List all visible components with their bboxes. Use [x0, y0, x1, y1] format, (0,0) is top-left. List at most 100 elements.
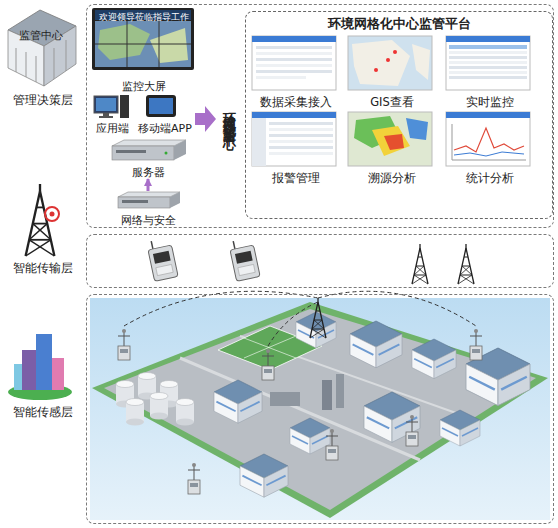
monitor-screen	[95, 21, 191, 67]
server-icon	[112, 140, 186, 146]
factory-illustration	[244, 336, 296, 358]
screenshot-stats	[446, 112, 530, 166]
sensing-icon	[8, 334, 72, 400]
screenshot-gis	[348, 36, 432, 90]
node-text: 服务器	[132, 166, 165, 179]
screenshot-stats	[454, 128, 524, 152]
screenshot-stats	[452, 124, 453, 160]
screenshot-stats	[452, 160, 526, 161]
network-icon	[118, 192, 180, 197]
screenshot-realtime	[449, 61, 527, 64]
icon-node: 服务器	[109, 139, 187, 179]
screenshot-data	[256, 46, 332, 49]
factory-illustration	[318, 291, 476, 326]
server-icon	[116, 150, 146, 153]
node-text: 溯源分析	[368, 172, 416, 186]
screenshot-stats	[454, 152, 524, 156]
screenshot-realtime	[446, 36, 530, 42]
factory-illustration	[336, 374, 344, 408]
vertical-title: 环境网格化监管中心	[218, 40, 238, 190]
screenshot-gis	[412, 44, 430, 80]
factory-illustration	[90, 291, 550, 520]
server-icon	[174, 140, 186, 160]
node-text: 统计分析	[466, 172, 514, 186]
factory-illustration	[240, 454, 288, 497]
icon-node: 网络与安全	[109, 191, 187, 227]
icon-node: 应用端	[87, 93, 137, 135]
screenshot-gis	[348, 36, 432, 90]
computer-icon	[94, 96, 118, 113]
screenshot-data	[256, 70, 332, 73]
tablet-icon	[149, 98, 173, 114]
towers	[412, 244, 428, 284]
factory-illustration	[326, 429, 338, 460]
towers	[412, 244, 474, 284]
screenshot-data	[256, 64, 332, 67]
towers	[458, 244, 474, 284]
screenshot-alarm	[252, 118, 266, 166]
monitor-screen	[92, 8, 194, 70]
screenshot-gis	[352, 40, 410, 86]
screenshot-stats	[446, 112, 530, 118]
tower-icon	[26, 184, 59, 256]
shot-node: 统计分析	[448, 114, 532, 186]
building-icon	[54, 48, 55, 79]
factory-illustration	[270, 392, 300, 406]
building-icon	[66, 40, 67, 71]
band-node: 智能传感层	[86, 294, 554, 524]
screen-node: 欢迎领导莅临指导工作监控大屏	[93, 9, 195, 93]
node-text: 欢迎领导莅临指导工作	[99, 9, 189, 22]
monitor-screen	[92, 8, 194, 70]
tower-icon	[50, 212, 55, 217]
sensing-icon	[22, 350, 36, 390]
screenshot-data	[256, 76, 306, 79]
factory-illustration	[470, 329, 482, 360]
screenshot-alarm	[269, 128, 333, 131]
screenshot-alarm	[252, 112, 336, 118]
screenshot-data	[252, 36, 336, 90]
screenshot-trace	[384, 134, 404, 150]
screenshot-trace	[348, 112, 432, 166]
gateways	[146, 237, 260, 281]
icon-label: 监管中心	[6, 28, 76, 44]
shot-node: 溯源分析	[350, 114, 434, 186]
sensing-icon	[36, 334, 52, 390]
factory-illustration	[118, 329, 130, 360]
tablet-icon	[146, 95, 176, 117]
network-icon	[170, 192, 180, 208]
gateways	[228, 237, 260, 281]
purple-arrow	[195, 106, 216, 132]
factory-illustration	[296, 312, 336, 348]
factory-illustration	[150, 393, 168, 420]
computer-icon	[103, 113, 109, 116]
screenshot-gis	[386, 58, 390, 62]
screenshot-gis	[374, 68, 378, 72]
building-icon	[8, 10, 76, 86]
factory-illustration	[126, 399, 144, 426]
factory-illustration	[90, 298, 550, 520]
screenshot-trace	[406, 118, 428, 140]
screenshot-alarm	[269, 134, 333, 137]
node-text: 移动端APP	[138, 122, 192, 135]
screenshot-realtime	[449, 76, 527, 79]
screenshot-trace	[372, 126, 410, 156]
band-node: 管理决策层欢迎领导莅临指导工作监控大屏应用端移动端APP服务器网络与安全环境网格…	[86, 4, 554, 228]
server-icon	[165, 152, 168, 155]
layer-name: 智能传感层	[1, 405, 85, 419]
building-icon	[36, 56, 37, 82]
shot-node: 数据采集接入	[254, 38, 338, 110]
screenshot-alarm	[269, 152, 333, 155]
factory-illustration	[176, 399, 194, 426]
screenshot-alarm	[269, 122, 333, 125]
sensing-icon	[52, 358, 64, 390]
screenshot-data	[252, 36, 336, 90]
screenshot-alarm	[252, 112, 336, 166]
factory-illustration	[214, 380, 262, 423]
layer-name: 管理决策层	[1, 93, 85, 107]
screenshot-realtime	[446, 36, 530, 90]
factory-illustration	[180, 358, 420, 460]
factory-illustration	[124, 291, 318, 326]
computer-icon	[99, 116, 113, 118]
screenshot-realtime	[449, 56, 527, 59]
